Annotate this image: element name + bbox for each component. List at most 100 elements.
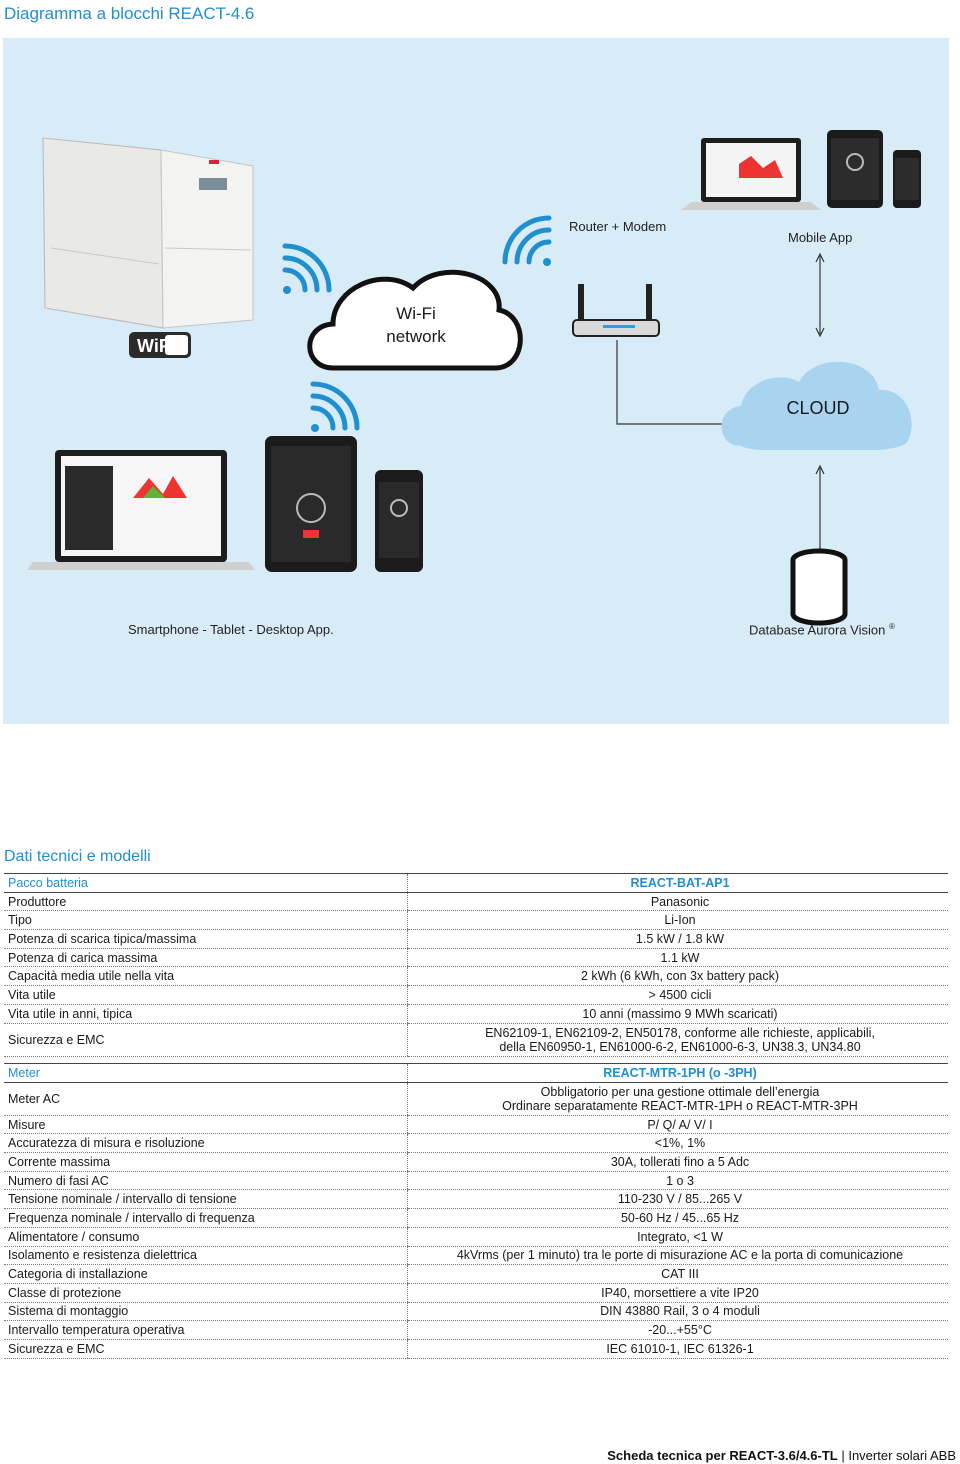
table-header-row: Pacco batteria REACT-BAT-AP1 [4, 873, 948, 893]
connector-lines [616, 252, 825, 560]
section-title: Dati tecnici e modelli [4, 848, 151, 865]
row-value: 30A, tollerati fino a 5 Adc [407, 1152, 948, 1172]
row-value: 1 o 3 [407, 1171, 948, 1191]
row-value: -20...+55°C [407, 1320, 948, 1340]
meter-spec-table: Meter REACT-MTR-1PH (o -3PH) Meter AC Ob… [4, 1063, 948, 1359]
row-value: Obbligatorio per una gestione ottimale d… [407, 1082, 948, 1116]
row-label: Corrente massima [4, 1152, 408, 1172]
inverter-image [42, 137, 254, 329]
row-value-line2: Ordinare separatamente REACT-MTR-1PH o R… [502, 1098, 858, 1113]
laptop-image-top [681, 138, 821, 210]
row-label: Frequenza nominale / intervallo di frequ… [4, 1208, 408, 1228]
row-value: Integrato, <1 W [407, 1227, 948, 1247]
phone-image-top [893, 150, 921, 208]
header-value: REACT-BAT-AP1 [407, 873, 948, 893]
table-row: Frequenza nominale / intervallo di frequ… [4, 1208, 948, 1228]
row-label: Numero di fasi AC [4, 1171, 408, 1191]
cloud-shape [721, 361, 912, 450]
wifi-signal-icons [282, 215, 552, 431]
laptop-image-bottom [27, 450, 255, 570]
row-value: > 4500 cicli [407, 985, 948, 1005]
row-label: Potenza di scarica tipica/massima [4, 929, 408, 949]
row-label: Isolamento e resistenza dielettrica [4, 1246, 408, 1266]
row-value: 4kVrms (per 1 minuto) tra le porte di mi… [407, 1246, 948, 1266]
row-label: Misure [4, 1115, 408, 1135]
header-label: Meter [4, 1063, 408, 1083]
header-label: Pacco batteria [4, 873, 408, 893]
row-value: 2 kWh (6 kWh, con 3x battery pack) [407, 966, 948, 987]
row-label: Meter AC [4, 1082, 408, 1116]
row-label: Sicurezza e EMC [4, 1023, 408, 1057]
table-row: Sicurezza e EMC EN62109-1, EN62109-2, EN… [4, 1023, 948, 1057]
row-value: <1%, 1% [407, 1133, 948, 1154]
footer-subtitle: Inverter solari ABB [848, 1448, 956, 1463]
row-label: Categoria di installazione [4, 1264, 408, 1284]
row-value: IP40, morsettiere a vite IP20 [407, 1283, 948, 1303]
row-label: Sistema di montaggio [4, 1302, 408, 1322]
wifi-network-label-line1: Wi-Fi [396, 304, 436, 323]
table-row: Intervallo temperatura operativa-20...+5… [4, 1320, 948, 1340]
row-label: Tensione nominale / intervallo di tensio… [4, 1189, 408, 1210]
registered-mark: ® [888, 622, 895, 631]
tablet-image-bottom [265, 436, 357, 572]
row-value: DIN 43880 Rail, 3 o 4 moduli [407, 1302, 948, 1322]
table-row: Meter AC Obbligatorio per una gestione o… [4, 1082, 948, 1116]
row-label: Classe di protezione [4, 1283, 408, 1303]
header-value: REACT-MTR-1PH (o -3PH) [407, 1063, 948, 1083]
phone-image-bottom [375, 470, 423, 572]
block-diagram: WiFi [3, 38, 949, 724]
table-header-row: Meter REACT-MTR-1PH (o -3PH) [4, 1063, 948, 1083]
footer-title: Scheda tecnica per REACT-3.6/4.6-TL [607, 1448, 838, 1463]
row-value: IEC 61010-1, IEC 61326-1 [407, 1339, 948, 1359]
database-icon [790, 548, 848, 626]
diagram-artwork: WiFi [27, 130, 921, 626]
wifi-network-label: Wi-Fi network [333, 302, 499, 348]
router-label: Router + Modem [569, 219, 667, 234]
row-label: Sicurezza e EMC [4, 1339, 408, 1359]
row-value-line1: EN62109-1, EN62109-2, EN50178, conforme … [485, 1025, 875, 1040]
row-value: 1.5 kW / 1.8 kW [407, 929, 948, 949]
cloud-label: CLOUD [786, 398, 850, 418]
row-value: EN62109-1, EN62109-2, EN50178, conforme … [407, 1023, 948, 1057]
row-value: 10 anni (massimo 9 MWh scaricati) [407, 1004, 948, 1024]
devices-label: Smartphone - Tablet - Desktop App. [128, 622, 334, 637]
database-label: Database Aurora Vision ® [749, 622, 895, 637]
database-label-text: Database Aurora Vision [749, 622, 886, 638]
table-row: Tensione nominale / intervallo di tensio… [4, 1189, 948, 1210]
row-label: Intervallo temperatura operativa [4, 1320, 408, 1340]
row-label: Accuratezza di misura e risoluzione [4, 1133, 408, 1154]
page-title: Diagramma a blocchi REACT-4.6 [4, 4, 255, 23]
table-row: Accuratezza di misura e risoluzione<1%, … [4, 1133, 948, 1154]
footer: Scheda tecnica per REACT-3.6/4.6-TL | In… [607, 1448, 956, 1463]
row-label: Produttore [4, 892, 408, 912]
tablet-image-top [827, 130, 883, 208]
svg-text:WiFi: WiFi [137, 336, 175, 356]
wifi-network-cloud [307, 269, 523, 371]
row-label: Vita utile [4, 985, 408, 1005]
row-value: Panasonic [407, 892, 948, 912]
row-label: Potenza di carica massima [4, 948, 408, 968]
row-value: Li-Ion [407, 910, 948, 931]
row-label: Alimentatore / consumo [4, 1227, 408, 1247]
row-label: Vita utile in anni, tipica [4, 1004, 408, 1024]
row-value-line1: Obbligatorio per una gestione ottimale d… [540, 1084, 820, 1099]
footer-separator: | [837, 1448, 849, 1463]
table-row: Vita utile> 4500 cicli [4, 985, 948, 1005]
mobile-app-label: Mobile App [788, 230, 853, 245]
row-label: Tipo [4, 910, 408, 931]
row-value: 50-60 Hz / 45...65 Hz [407, 1208, 948, 1228]
router-image [572, 284, 660, 337]
